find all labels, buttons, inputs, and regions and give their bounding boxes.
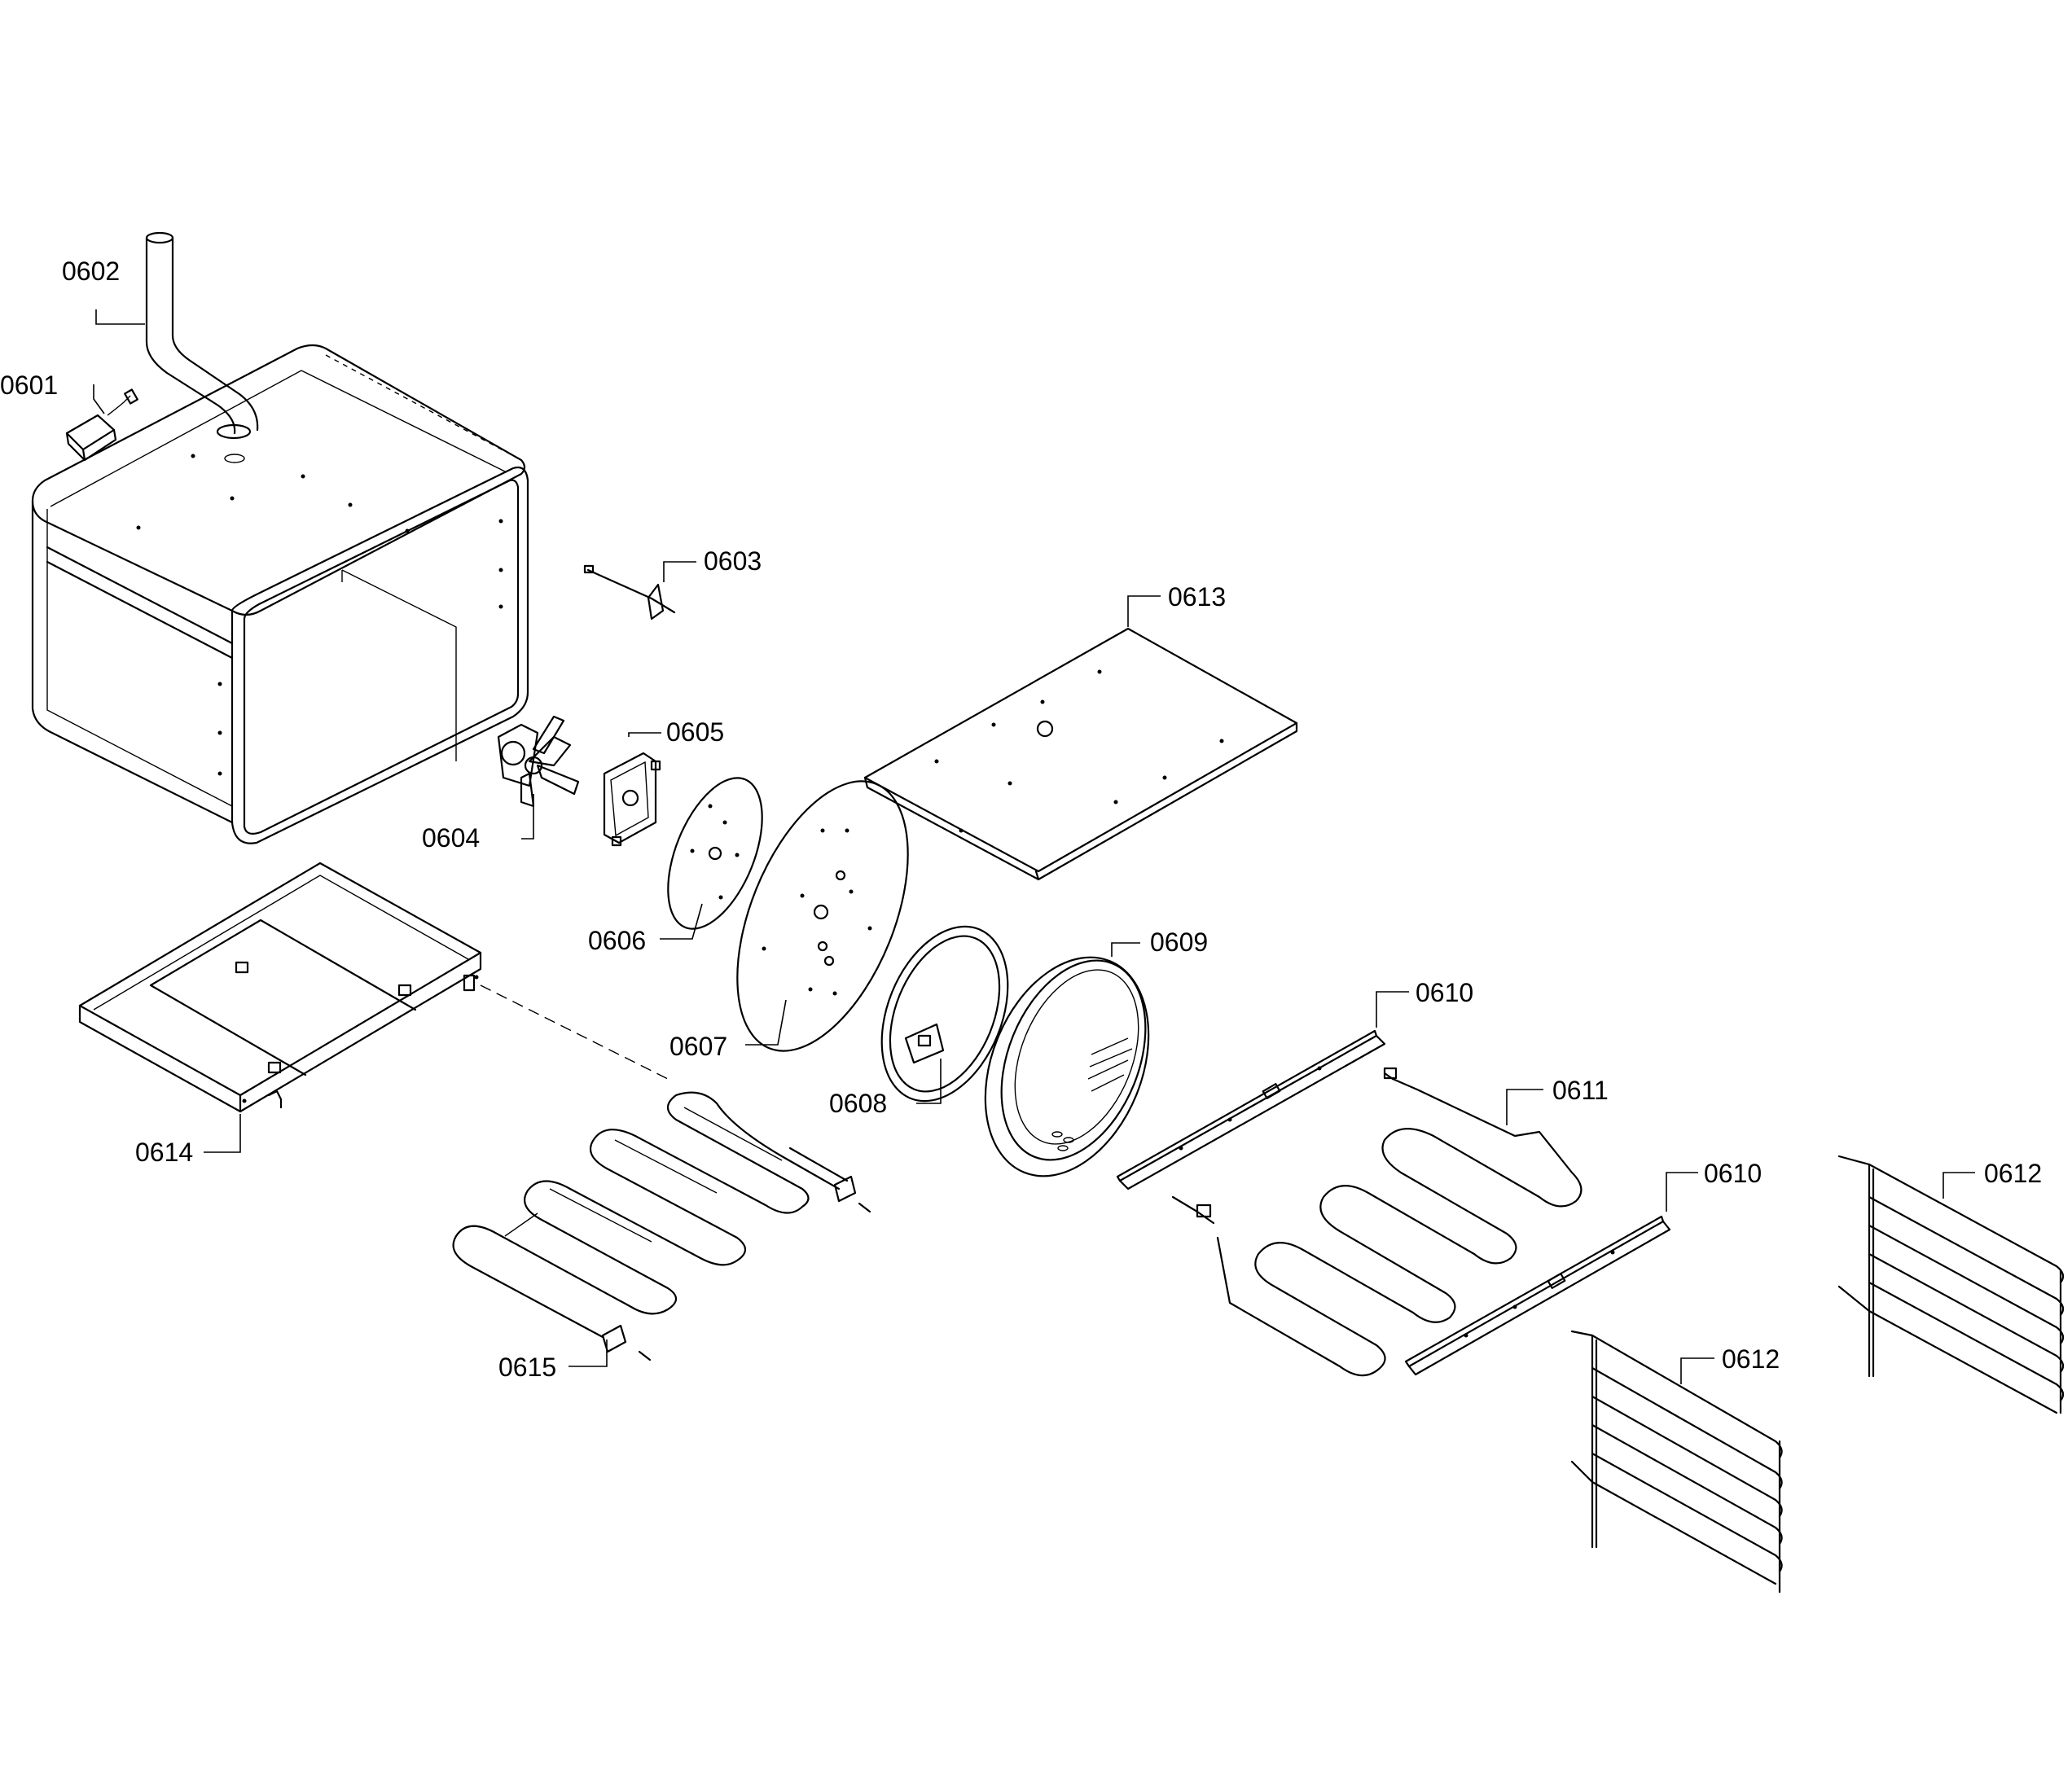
label-0614: 0614 xyxy=(135,1138,193,1167)
label-0602: 0602 xyxy=(62,256,120,286)
label-0612-left: 0612 xyxy=(1722,1344,1780,1374)
label-0610-upper: 0610 xyxy=(1416,978,1473,1007)
label-0611: 0611 xyxy=(1552,1076,1609,1105)
label-0610-lower: 0610 xyxy=(1704,1159,1762,1188)
label-0608: 0608 xyxy=(829,1089,887,1118)
sensor-0603 xyxy=(583,564,676,620)
vent-tube-0602 xyxy=(145,231,259,463)
bracket-plate-0605 xyxy=(603,752,661,847)
label-0601: 0601 xyxy=(0,370,58,400)
label-0612-right: 0612 xyxy=(1984,1159,2042,1188)
small-disc-0606 xyxy=(667,777,763,930)
side-rack-0612-left xyxy=(1570,1330,1783,1594)
label-0603: 0603 xyxy=(704,546,762,576)
ring-element-0608 xyxy=(880,925,1009,1103)
rail-0610-upper xyxy=(1116,1029,1386,1190)
fan-cover-0609 xyxy=(984,956,1150,1177)
oven-cavity xyxy=(31,344,529,844)
label-0607: 0607 xyxy=(669,1032,727,1061)
label-0615: 0615 xyxy=(498,1353,556,1382)
fan-motor-0604 xyxy=(497,715,580,808)
rail-0610-lower xyxy=(1404,1215,1671,1376)
top-plate-0613 xyxy=(863,627,1298,881)
label-0604: 0604 xyxy=(422,823,480,853)
grill-element-0611 xyxy=(1171,1067,1583,1377)
assembly-dashed-line xyxy=(480,984,669,1080)
bottom-element-0615 xyxy=(452,1091,871,1361)
label-0605: 0605 xyxy=(666,717,724,747)
side-rack-0612-right xyxy=(1837,1155,2065,1414)
label-0609: 0609 xyxy=(1150,927,1208,957)
bottom-tray-0614 xyxy=(78,862,482,1113)
leader-lines xyxy=(93,309,1975,1384)
label-0613: 0613 xyxy=(1168,582,1226,612)
large-disc-0607 xyxy=(736,780,909,1052)
label-0606: 0606 xyxy=(588,926,646,955)
